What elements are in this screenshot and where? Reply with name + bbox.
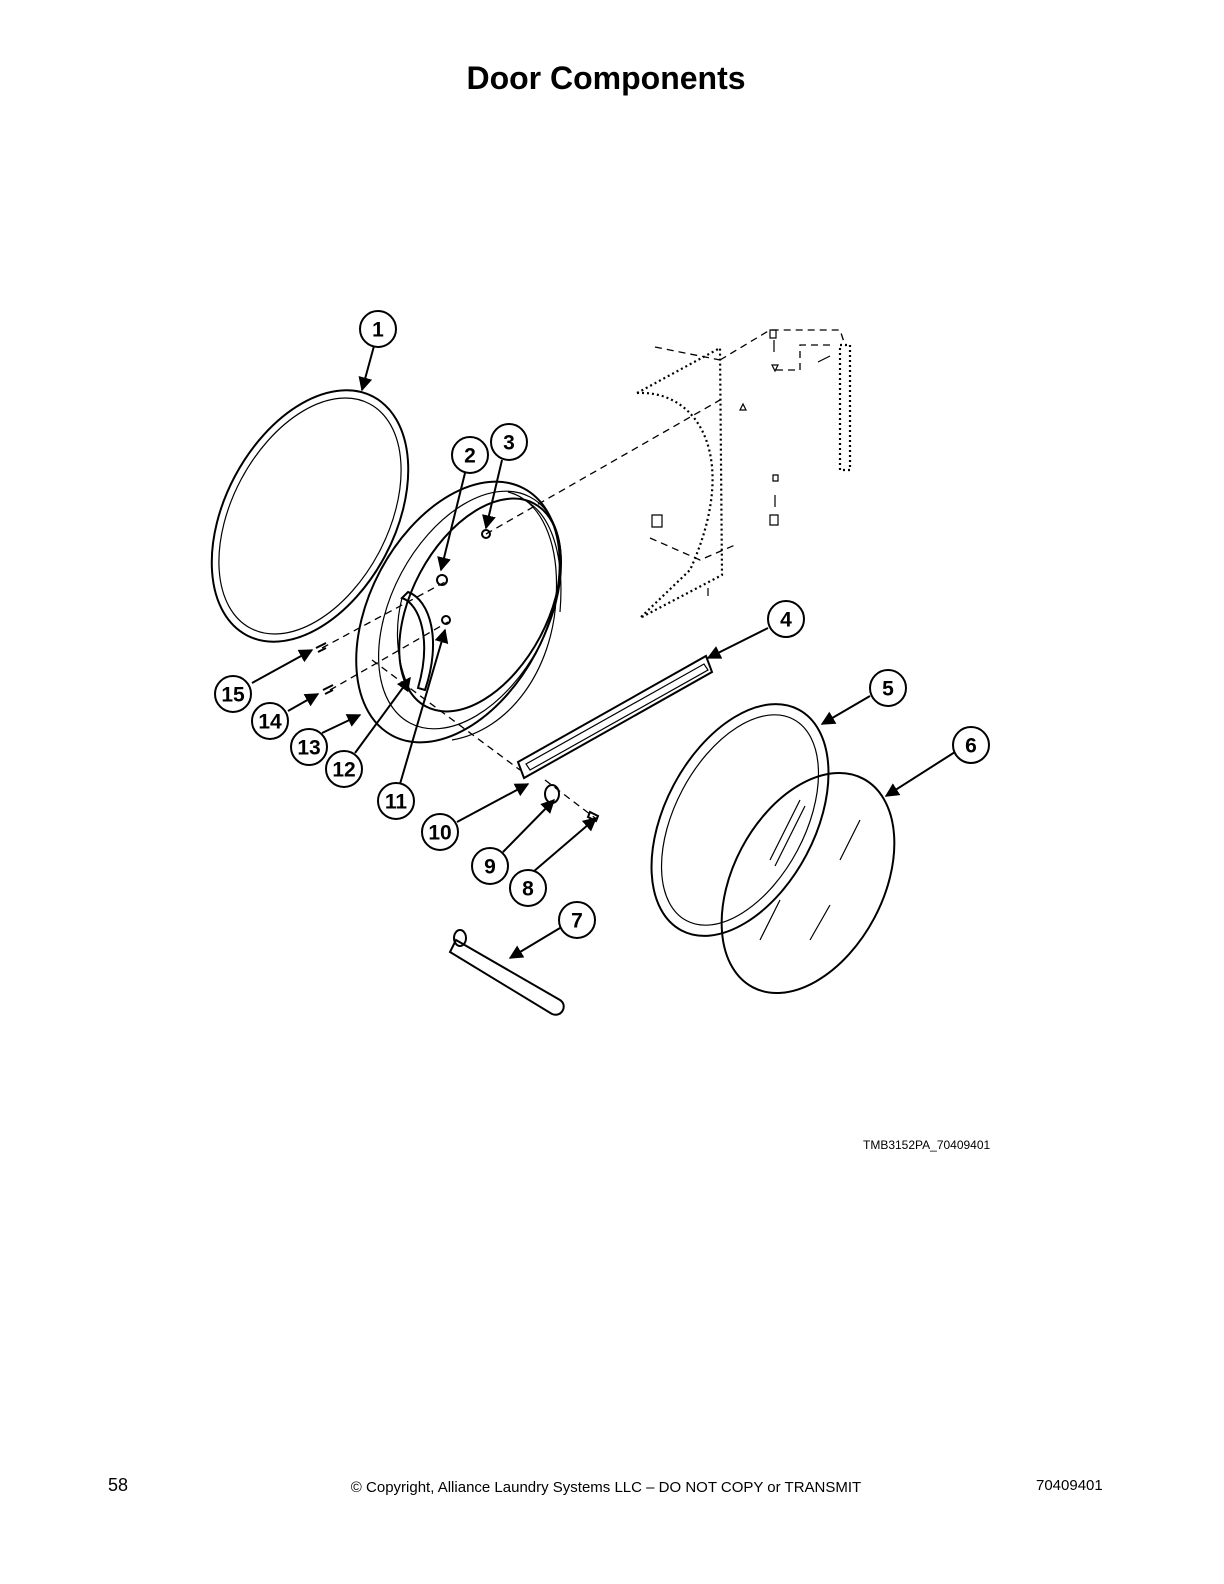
callout-7: 7 <box>558 901 596 939</box>
callout-1: 1 <box>359 310 397 348</box>
callout-6: 6 <box>952 726 990 764</box>
callout-10: 10 <box>421 813 459 851</box>
figure-code: TMB3152PA_70409401 <box>863 1138 991 1152</box>
callout-label: 1 <box>372 319 384 342</box>
handle-hardware <box>544 784 600 823</box>
door-frame-part <box>355 480 563 744</box>
callout-11: 11 <box>377 782 415 820</box>
callout-label: 6 <box>965 735 977 758</box>
handle-bar-part <box>516 654 714 780</box>
leader-lines <box>251 345 956 959</box>
callout-label: 10 <box>428 822 451 845</box>
callout-12: 12 <box>325 750 363 788</box>
callout-14: 14 <box>251 702 289 740</box>
callout-13: 13 <box>290 728 328 766</box>
callout-label: 3 <box>503 432 515 455</box>
callout-label: 13 <box>297 737 320 760</box>
callout-2: 2 <box>451 436 489 474</box>
callout-label: 9 <box>484 856 496 879</box>
alignment-lines <box>321 329 846 819</box>
callout-label: 14 <box>258 711 282 734</box>
callout-label: 5 <box>882 678 894 701</box>
callout-label: 11 <box>385 791 408 814</box>
callout-label: 7 <box>571 910 583 933</box>
callout-label: 12 <box>332 759 355 782</box>
cabinet-front-panel <box>636 329 852 619</box>
callout-label: 2 <box>464 445 476 468</box>
callout-label: 4 <box>780 609 792 632</box>
callout-4: 4 <box>767 600 805 638</box>
copyright-notice: © Copyright, Alliance Laundry Systems LL… <box>350 1479 862 1496</box>
document-number: 70409401 <box>1036 1477 1103 1494</box>
callout-8: 8 <box>509 869 547 907</box>
callout-label: 15 <box>221 684 245 707</box>
callout-3: 3 <box>490 423 528 461</box>
callout-15: 15 <box>214 675 252 713</box>
glass-gasket-part <box>650 703 830 937</box>
page-number: 58 <box>108 1475 129 1495</box>
fastener-parts <box>315 529 491 695</box>
door-glass-part <box>720 772 896 994</box>
hinge-pin-part <box>448 929 565 1016</box>
callout-5: 5 <box>869 669 907 707</box>
page-title: Door Components <box>466 60 746 96</box>
gasket-ring-part <box>210 389 410 643</box>
callout-9: 9 <box>471 847 509 885</box>
callout-label: 8 <box>522 878 534 901</box>
